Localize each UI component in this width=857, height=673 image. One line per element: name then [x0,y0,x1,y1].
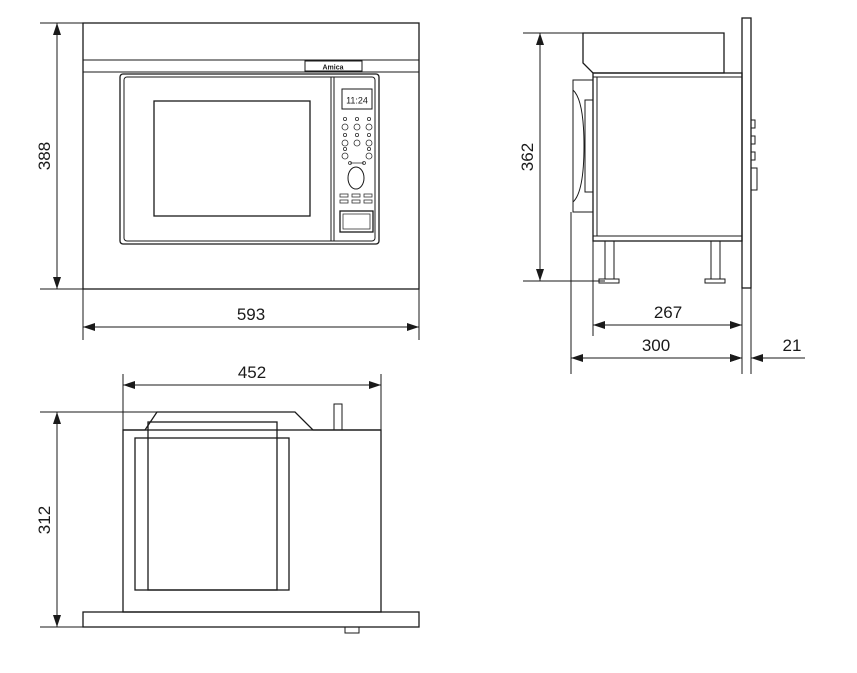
side-view: 362 267 300 21 [518,17,805,374]
control-button [365,139,373,147]
door-window [153,100,311,217]
control-button [341,139,349,147]
control-indicator [342,146,347,151]
side-back-bracket-curve [572,89,585,203]
side-total-depth-label: 300 [642,336,670,355]
program-label [339,193,349,198]
top-front-panel [82,611,420,628]
side-cabinet-body [592,72,743,242]
side-foot-rear [604,240,615,280]
program-labels [339,193,373,204]
side-top-frame [582,32,725,74]
top-rear-pipe [333,403,343,431]
control-buttons-row-3 [341,146,373,160]
control-indicator [354,132,359,137]
control-indicator [366,117,371,122]
display-readout: 11:24 [346,96,368,106]
control-indicator [342,132,347,137]
control-buttons-row-2 [341,132,373,147]
program-label [363,193,373,198]
control-indicator [366,132,371,137]
door-open-button [339,210,374,233]
side-front-panel [741,17,752,289]
top-cabinet-outline [122,429,382,613]
side-panel-knob [750,151,756,161]
program-label [339,199,349,204]
control-knob [347,166,365,190]
control-button [341,152,349,160]
control-button [353,123,361,131]
side-foot-front [710,240,721,280]
side-panel-handle [750,167,758,191]
side-panel-thickness-label: 21 [783,336,802,355]
control-button [365,123,373,131]
brand-text: Amica [322,65,343,72]
front-frame-outline [82,22,420,290]
control-button [353,139,361,147]
control-indicator [366,146,371,151]
display-box [341,88,373,110]
program-label [351,193,361,198]
control-button [341,123,349,131]
control-buttons-row-1 [341,117,373,131]
top-width-label: 452 [238,363,266,382]
side-panel-knob [750,135,756,145]
top-appliance-body [147,421,278,591]
door-open-button-inner [342,213,371,230]
program-label [363,199,373,204]
side-depth-label: 267 [654,303,682,322]
key-symbol-end [348,161,352,165]
side-back-bracket-plate [584,99,594,193]
top-depth-label: 312 [35,506,54,534]
side-panel-knob [750,119,756,129]
brand-plate [304,60,363,72]
microwave-body [119,73,380,245]
side-height-label: 362 [518,143,537,171]
control-indicator [342,117,347,122]
front-width-label: 593 [237,305,265,324]
control-indicator [354,117,359,122]
top-appliance-side-frame [134,437,290,591]
top-frame-trapezoid [123,411,381,431]
top-panel-knob [344,626,360,634]
microwave-body-inner [123,76,376,242]
program-label [351,199,361,204]
front-height-label: 388 [35,142,54,170]
key-symbol-end [362,161,366,165]
front-view: Amica 11:24 [35,22,420,340]
top-view: 452 312 [35,363,420,634]
control-button [365,152,373,160]
side-back-bracket [572,79,593,213]
side-foot-front-pad [704,278,726,284]
